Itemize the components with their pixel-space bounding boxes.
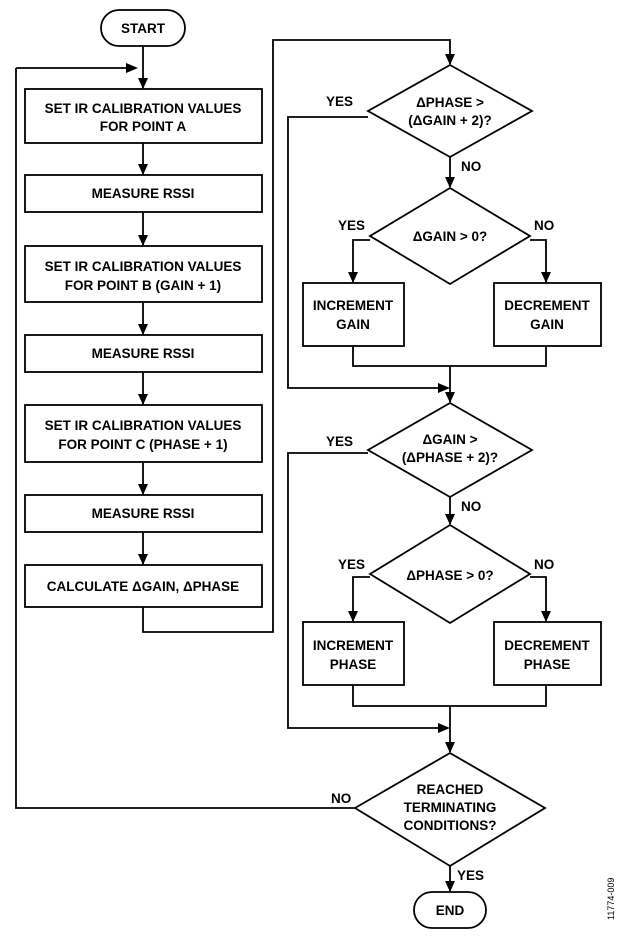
- node-measure-rssi-3: MEASURE RSSI: [24, 494, 263, 533]
- node-label: DECREMENT: [504, 298, 590, 313]
- node-label: START: [121, 21, 166, 36]
- node-label: MEASURE RSSI: [92, 346, 195, 361]
- node-calculate: CALCULATE ΔGAIN, ΔPHASE: [24, 564, 263, 608]
- node-label: INCREMENT: [313, 298, 394, 313]
- arrowheads: [126, 54, 551, 892]
- node-label: ΔGAIN > 0?: [413, 229, 488, 244]
- node-label: SET IR CALIBRATION VALUES: [45, 418, 242, 433]
- node-label: CALCULATE ΔGAIN, ΔPHASE: [47, 579, 239, 594]
- node-label: TERMINATING: [404, 800, 497, 815]
- node-decrement-phase: DECREMENT PHASE: [493, 621, 602, 686]
- edge-labels: YES NO YES NO YES NO YES NO NO YES: [326, 94, 554, 883]
- node-label: FOR POINT B (GAIN + 1): [65, 278, 221, 293]
- node-measure-rssi-2: MEASURE RSSI: [24, 334, 263, 373]
- node-label: FOR POINT C (PHASE + 1): [58, 437, 227, 452]
- edge-label-no: NO: [461, 159, 481, 174]
- node-increment-phase: INCREMENT PHASE: [302, 621, 405, 686]
- node-label: ΔPHASE >: [416, 95, 484, 110]
- edge-label-yes: YES: [326, 434, 353, 449]
- node-label: PHASE: [524, 657, 571, 672]
- figure-id: 11774-009: [606, 878, 616, 920]
- edge-label-no: NO: [331, 791, 351, 806]
- edge-label-yes: YES: [338, 557, 365, 572]
- node-label: INCREMENT: [313, 638, 394, 653]
- node-end: END: [413, 891, 487, 929]
- decision-phase-gt-0: ΔPHASE > 0?: [368, 523, 532, 625]
- node-label: PHASE: [330, 657, 377, 672]
- node-label: DECREMENT: [504, 638, 590, 653]
- decision-phase-gt-gain: ΔPHASE > (ΔGAIN + 2)?: [366, 63, 534, 159]
- node-label: (ΔPHASE + 2)?: [402, 450, 498, 465]
- node-decrement-gain: DECREMENT GAIN: [493, 282, 602, 347]
- node-label: MEASURE RSSI: [92, 186, 195, 201]
- node-start: START: [100, 9, 186, 47]
- node-label: GAIN: [336, 317, 370, 332]
- node-measure-rssi-1: MEASURE RSSI: [24, 174, 263, 213]
- edge-label-yes: YES: [457, 868, 484, 883]
- node-label: (ΔGAIN + 2)?: [408, 113, 492, 128]
- node-label: CONDITIONS?: [404, 818, 497, 833]
- node-set-point-b: SET IR CALIBRATION VALUES FOR POINT B (G…: [24, 245, 263, 303]
- node-label: FOR POINT A: [100, 119, 187, 134]
- edge-label-no: NO: [534, 557, 554, 572]
- edge-label-yes: YES: [326, 94, 353, 109]
- node-label: GAIN: [530, 317, 564, 332]
- node-label: END: [436, 903, 465, 918]
- edge-label-no: NO: [534, 218, 554, 233]
- decision-gain-gt-phase: ΔGAIN > (ΔPHASE + 2)?: [366, 401, 534, 499]
- node-label: MEASURE RSSI: [92, 506, 195, 521]
- node-label: ΔGAIN >: [422, 432, 477, 447]
- node-label: SET IR CALIBRATION VALUES: [45, 101, 242, 116]
- node-set-point-c: SET IR CALIBRATION VALUES FOR POINT C (P…: [24, 404, 263, 463]
- node-label: ΔPHASE > 0?: [406, 568, 493, 583]
- node-increment-gain: INCREMENT GAIN: [302, 282, 405, 347]
- decision-gain-gt-0: ΔGAIN > 0?: [368, 186, 532, 286]
- node-label: SET IR CALIBRATION VALUES: [45, 259, 242, 274]
- edge-label-yes: YES: [338, 218, 365, 233]
- edge-label-no: NO: [461, 499, 481, 514]
- node-set-point-a: SET IR CALIBRATION VALUES FOR POINT A: [24, 88, 263, 144]
- node-label: REACHED: [417, 782, 484, 797]
- decision-terminating-conditions: REACHED TERMINATING CONDITIONS?: [353, 751, 547, 868]
